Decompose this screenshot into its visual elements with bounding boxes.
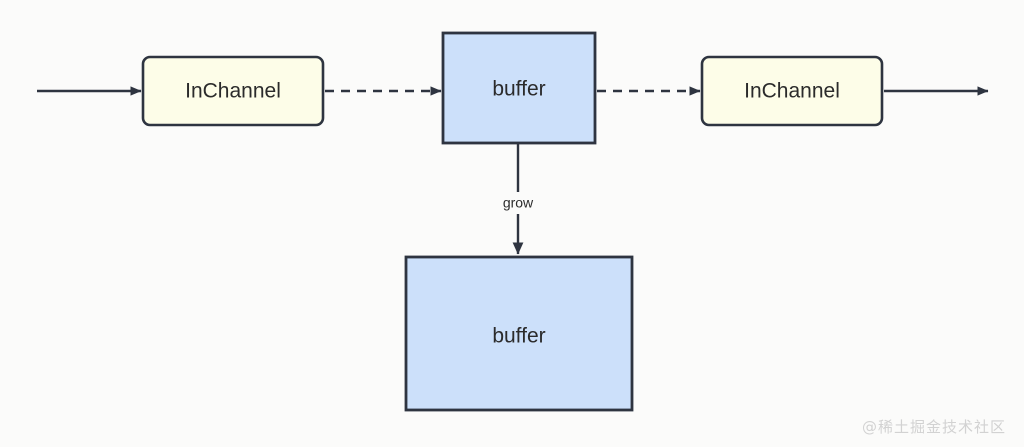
edge-grow-label: grow bbox=[503, 195, 534, 211]
node-buffer-grown[interactable]: buffer bbox=[404, 255, 634, 412]
node-buffer-grown-label: buffer bbox=[492, 325, 545, 348]
node-in-channel-right[interactable]: InChannel bbox=[700, 55, 884, 127]
node-buffer-center[interactable]: buffer bbox=[441, 31, 597, 145]
node-in-channel-right-shape[interactable] bbox=[700, 55, 884, 127]
node-in-channel-right-label: InChannel bbox=[744, 80, 840, 103]
node-buffer-center-shape[interactable] bbox=[441, 31, 597, 145]
node-in-channel-left-shape[interactable] bbox=[141, 55, 325, 127]
node-in-channel-left[interactable]: InChannel bbox=[141, 55, 325, 127]
node-buffer-center-label: buffer bbox=[492, 78, 545, 101]
watermark: @稀土掘金技术社区 bbox=[861, 418, 1006, 436]
node-buffer-grown-shape[interactable] bbox=[404, 255, 634, 412]
edge-grow-label-backdrop bbox=[492, 192, 544, 214]
edge-grow: grow bbox=[492, 143, 544, 255]
node-in-channel-left-label: InChannel bbox=[185, 80, 281, 103]
